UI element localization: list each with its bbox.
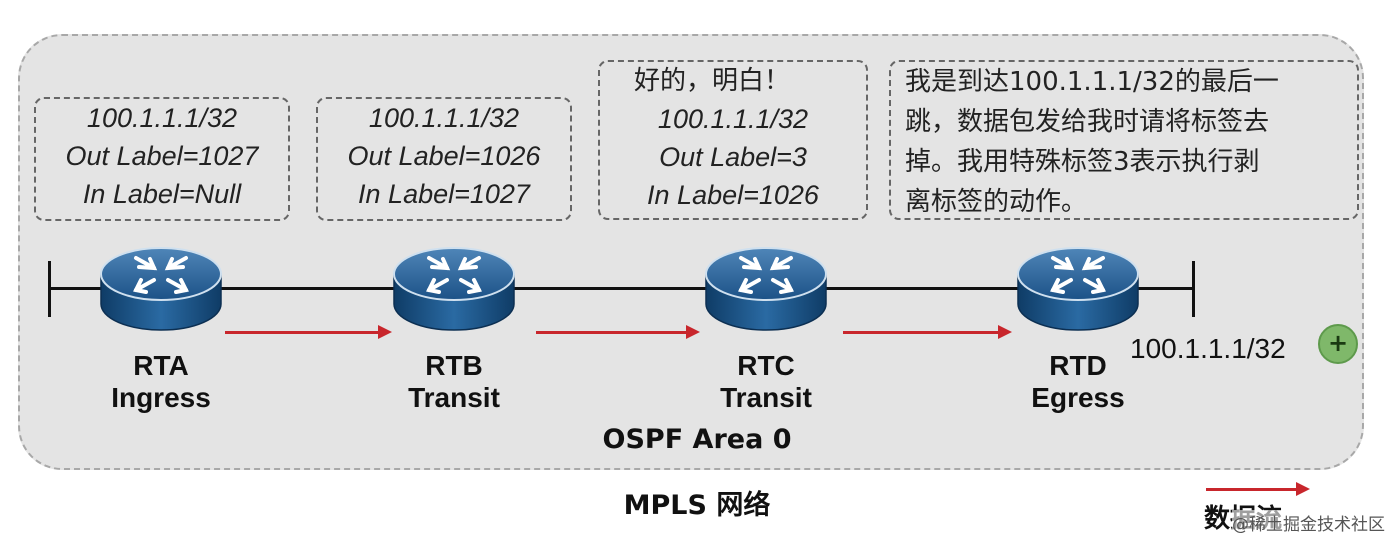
rta-in-label: In Label=Null bbox=[82, 179, 242, 209]
rta-role: Ingress bbox=[111, 382, 211, 413]
rtb-prefix: 100.1.1.1/32 bbox=[368, 103, 520, 133]
ospf-area bbox=[18, 34, 1364, 470]
rtc-in-label: In Label=1026 bbox=[647, 180, 819, 210]
flow-arrow-rtb-rtc bbox=[536, 325, 700, 339]
rtb-in-label: In Label=1027 bbox=[358, 179, 530, 209]
rtb-out-label: Out Label=1026 bbox=[347, 141, 541, 171]
rtb-role: Transit bbox=[408, 382, 500, 413]
rta-prefix: 100.1.1.1/32 bbox=[86, 103, 238, 133]
rtc-note: 好的，明白！ bbox=[634, 66, 791, 96]
rtd-note-line-1: 我是到达100.1.1.1/32的最后一 bbox=[905, 67, 1279, 97]
rtd-note-line-4: 离标签的动作。 bbox=[905, 187, 1088, 217]
router-name-rtb: RTB Transit bbox=[354, 350, 554, 414]
rtc-prefix: 100.1.1.1/32 bbox=[657, 104, 809, 134]
label-box-rta: 100.1.1.1/32 Out Label=1027 In Label=Nul… bbox=[34, 97, 290, 221]
legend-arrow bbox=[1206, 482, 1310, 496]
area-label: OSPF Area 0 bbox=[602, 424, 792, 455]
router-name-rtd: RTD Egress bbox=[978, 350, 1178, 414]
router-icon-rtd[interactable] bbox=[1015, 230, 1141, 340]
router-name-rta: RTA Ingress bbox=[61, 350, 261, 414]
rtd-role: Egress bbox=[1031, 382, 1125, 413]
rtc-name: RTC bbox=[737, 350, 795, 381]
plus-icon[interactable]: + bbox=[1318, 324, 1358, 364]
label-box-rtc: 好的，明白！ 100.1.1.1/32 Out Label=3 In Label… bbox=[598, 60, 868, 220]
rtd-note-box: 我是到达100.1.1.1/32的最后一 跳，数据包发给我时请将标签去 掉。我用… bbox=[889, 60, 1359, 220]
destination-prefix: 100.1.1.1/32 bbox=[1130, 333, 1286, 364]
network-label: MPLS 网络 bbox=[623, 490, 771, 521]
router-name-rtc: RTC Transit bbox=[666, 350, 866, 414]
label-box-rtb: 100.1.1.1/32 Out Label=1026 In Label=102… bbox=[316, 97, 572, 221]
rtb-name: RTB bbox=[425, 350, 483, 381]
router-icon-rtb[interactable] bbox=[391, 230, 517, 340]
link-endcap-right bbox=[1192, 261, 1195, 317]
router-icon-rtc[interactable] bbox=[703, 230, 829, 340]
link-endcap-left bbox=[48, 261, 51, 317]
rta-out-label: Out Label=1027 bbox=[65, 141, 259, 171]
rtd-note-line-3: 掉。我用特殊标签3表示执行剥 bbox=[905, 147, 1260, 177]
rtc-role: Transit bbox=[720, 382, 812, 413]
watermark: @稀土掘金技术社区 bbox=[1232, 510, 1385, 535]
rtd-note-line-2: 跳，数据包发给我时请将标签去 bbox=[905, 107, 1270, 137]
network-link bbox=[48, 287, 1195, 290]
rta-name: RTA bbox=[133, 350, 189, 381]
router-icon-rta[interactable] bbox=[98, 230, 224, 340]
flow-arrow-rtc-rtd bbox=[843, 325, 1012, 339]
flow-arrow-rta-rtb bbox=[225, 325, 392, 339]
rtd-name: RTD bbox=[1049, 350, 1107, 381]
rtc-out-label: Out Label=3 bbox=[659, 142, 807, 172]
